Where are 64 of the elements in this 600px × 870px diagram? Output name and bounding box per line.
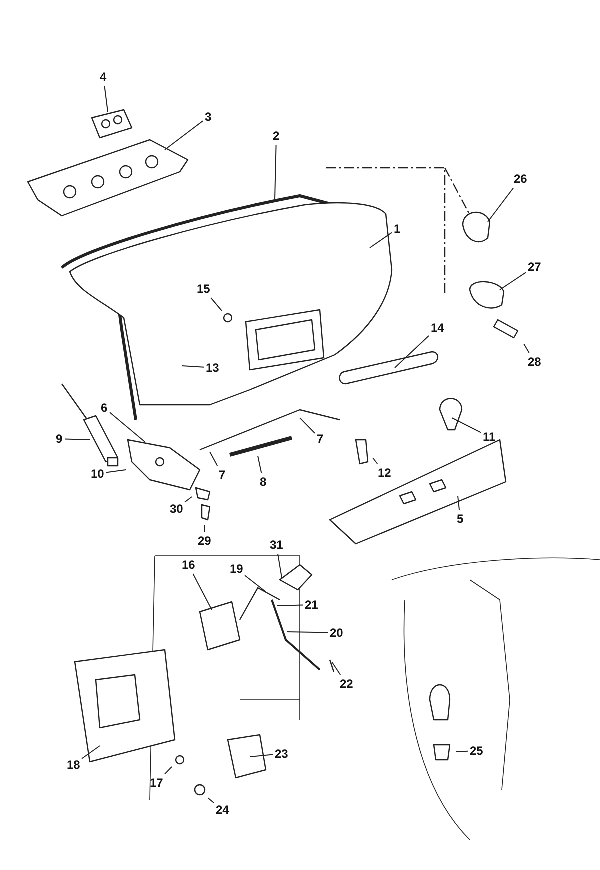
callout-number: 3 [205, 110, 212, 124]
callout-number: 18 [67, 758, 80, 772]
leader-line [394, 336, 430, 368]
leader-line [488, 188, 514, 222]
leader-line [110, 412, 146, 442]
callout-number: 7 [317, 432, 324, 446]
callout-number: 27 [528, 260, 542, 274]
leader-line [244, 575, 266, 592]
callout-number: 10 [91, 467, 104, 481]
leader-line [524, 344, 530, 354]
callout-number: 1 [394, 222, 401, 236]
leader-line [184, 496, 192, 503]
callout-number: 22 [340, 677, 354, 691]
callout-number: 4 [100, 70, 107, 84]
leader-line [192, 574, 212, 610]
leader-line [300, 418, 316, 434]
callout-number: 8 [260, 475, 267, 489]
callout-number: 30 [170, 502, 184, 516]
leader-line [250, 754, 274, 758]
leader-line [258, 456, 262, 474]
callout-number: 29 [198, 534, 212, 548]
callout-number: 11 [483, 430, 496, 444]
leader-line [370, 232, 392, 248]
callout-number: 2 [273, 129, 280, 143]
callout-number: 31 [270, 538, 284, 552]
callout-number: 20 [330, 626, 344, 640]
callout-number: 12 [378, 466, 392, 480]
callout-number: 26 [514, 172, 528, 186]
leader-line [456, 750, 468, 752]
callout-number: 16 [182, 558, 196, 572]
callout-number: 7 [219, 468, 226, 482]
leader-line [286, 632, 328, 634]
leader-line [210, 452, 218, 466]
callout-number: 19 [230, 562, 244, 576]
leader-line [274, 144, 277, 200]
leader-line [104, 86, 108, 112]
callout-number: 9 [56, 432, 63, 446]
leader-line [210, 298, 222, 312]
leader-line [208, 798, 214, 804]
callout-number: 6 [101, 401, 108, 415]
callout-number: 5 [457, 512, 464, 526]
leader-line [276, 604, 304, 606]
leader-line [64, 438, 90, 440]
leader-line [452, 418, 482, 434]
callout-number: 14 [431, 321, 444, 335]
leader-line [82, 746, 100, 760]
callout-number: 23 [275, 747, 288, 761]
callout-number: 21 [305, 598, 318, 612]
leader-line [204, 524, 206, 532]
leader-line [332, 662, 342, 676]
callout-number: 28 [528, 355, 542, 369]
leader-line [106, 470, 126, 474]
leader-line [500, 272, 526, 290]
callout-number: 25 [470, 744, 484, 758]
callout-number: 13 [206, 361, 220, 375]
leader-line [164, 120, 204, 150]
leader-line [372, 458, 378, 464]
callout-number: 17 [150, 776, 164, 790]
callout-number: 24 [216, 803, 230, 817]
leader-line [458, 496, 460, 510]
callout-number: 15 [197, 282, 210, 296]
leader-line [278, 554, 282, 578]
leader-line [182, 366, 204, 368]
leader-line [164, 766, 172, 775]
